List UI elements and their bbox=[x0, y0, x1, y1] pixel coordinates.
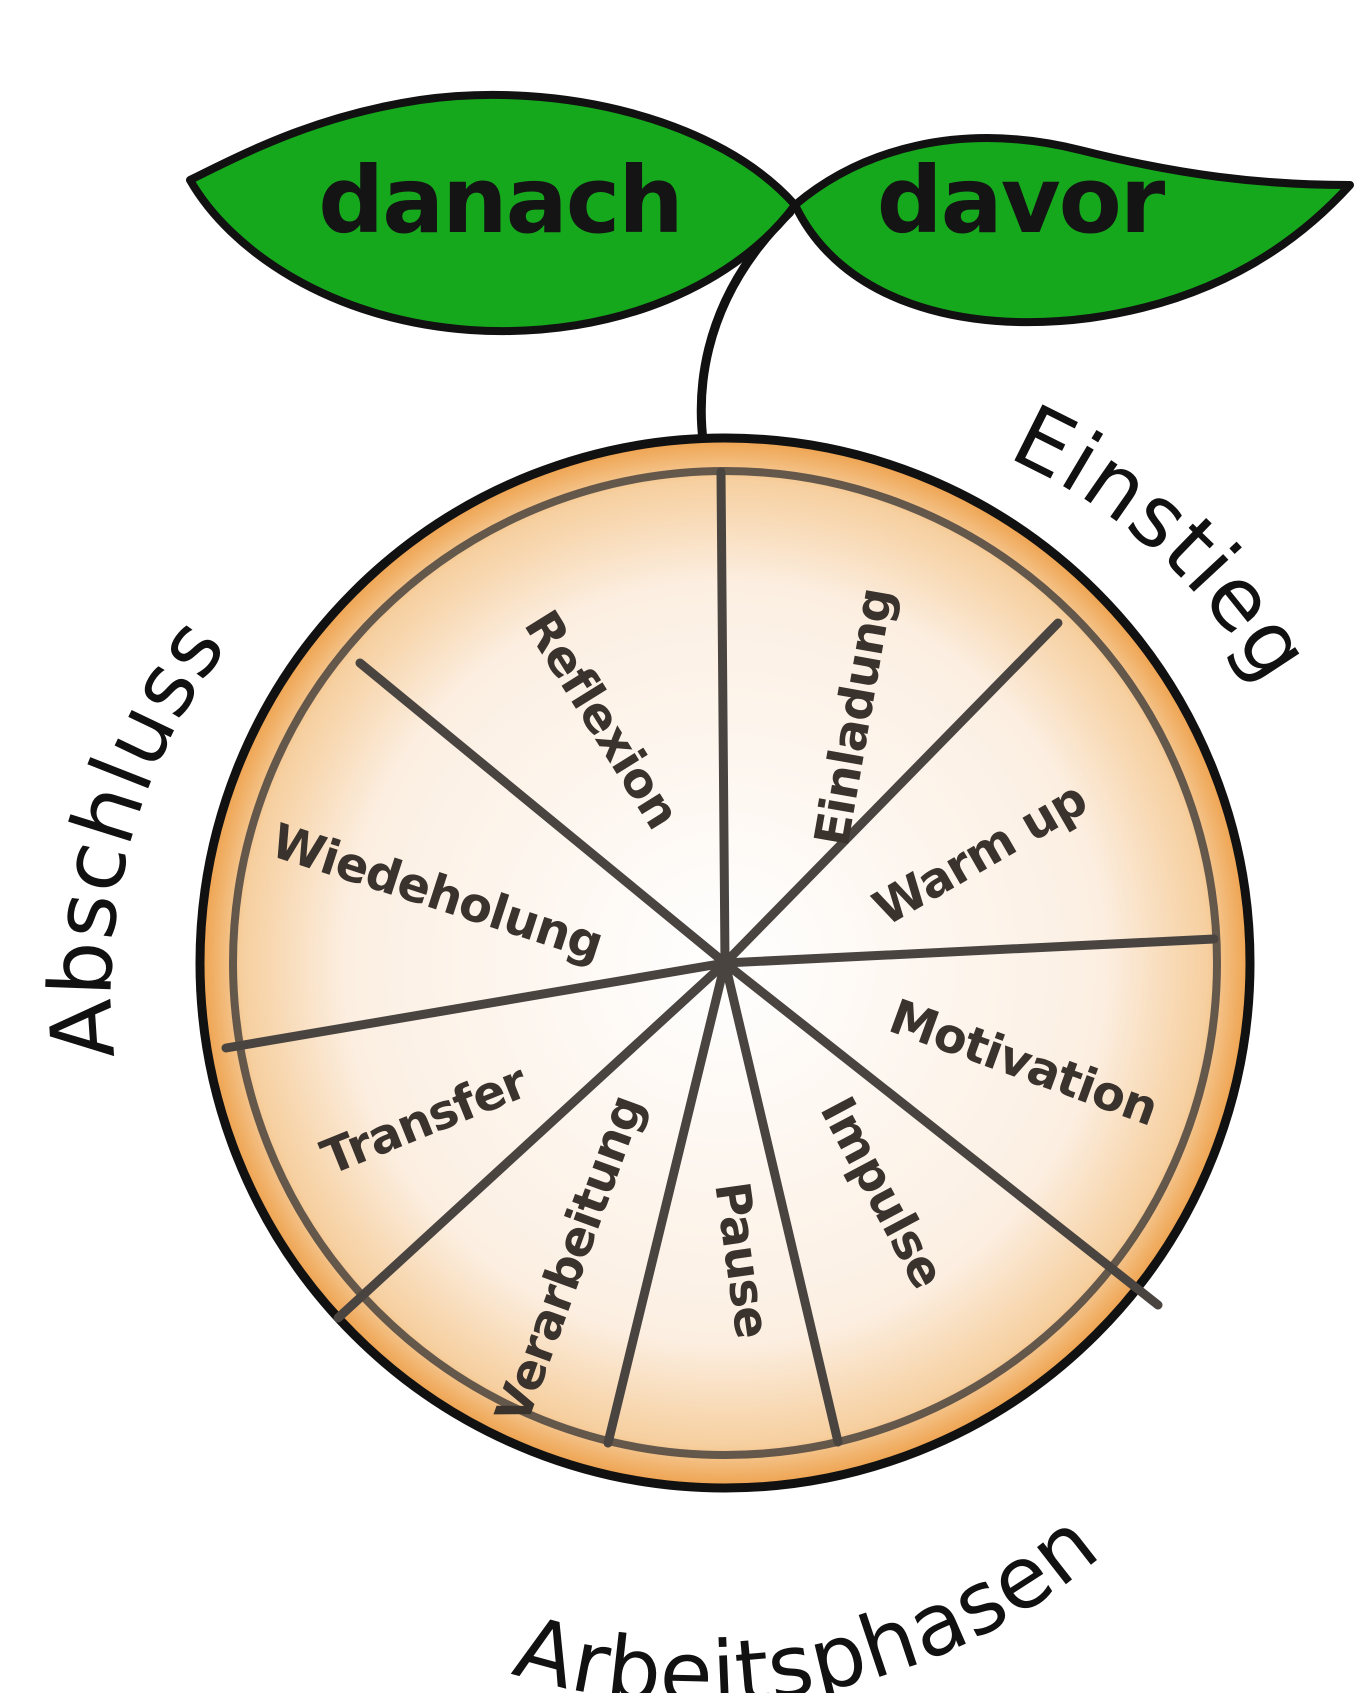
segment-dividers bbox=[221, 467, 1219, 1448]
leaf-right-label: davor bbox=[877, 147, 1166, 254]
leaf-left-label: danach bbox=[318, 147, 682, 254]
phase-label-arbeitsphasen: Arbeitsphasen bbox=[505, 1493, 1117, 1693]
leaf-right bbox=[791, 134, 1354, 327]
leaf-left bbox=[186, 90, 799, 335]
